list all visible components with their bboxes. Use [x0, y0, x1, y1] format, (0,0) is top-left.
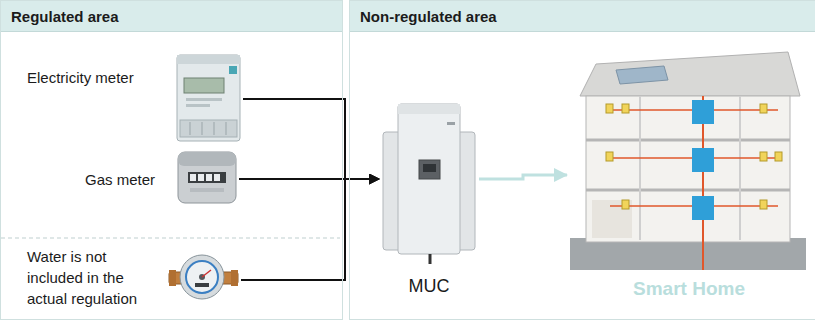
smart-home-house [570, 52, 806, 270]
muc-device: MUC [379, 99, 479, 304]
electricity-meter: Electricity meter [23, 53, 243, 145]
gas-meter-icon [178, 152, 236, 203]
water-meter: Water is not included in the actual regu… [23, 243, 241, 317]
gas-meter: Gas meter [81, 151, 239, 207]
smart-home: Smart Home [567, 43, 811, 307]
area-panel: Non-regulated areaMUC Smart Home [349, 0, 815, 320]
node-label: Gas meter [81, 169, 155, 190]
panel-heading: Non-regulated area [350, 1, 815, 32]
connector-arrow [241, 179, 379, 280]
connector-layer [239, 99, 567, 280]
area-panel: Regulated areaElectricity meterGas meter… [0, 0, 343, 320]
muc-device-icon [383, 104, 475, 264]
node-label: MUC [409, 275, 450, 298]
node-label: Electricity meter [23, 67, 134, 88]
separator-line [1, 238, 340, 239]
panel-heading: Regulated area [1, 1, 342, 32]
water-meter-icon [169, 255, 238, 299]
node-label: Smart Home [633, 277, 745, 301]
connector-arrow [479, 175, 567, 179]
connector-arrow [243, 99, 379, 179]
electricity-meter-icon [177, 55, 240, 141]
node-label: Water is not included in the actual regu… [23, 246, 155, 309]
